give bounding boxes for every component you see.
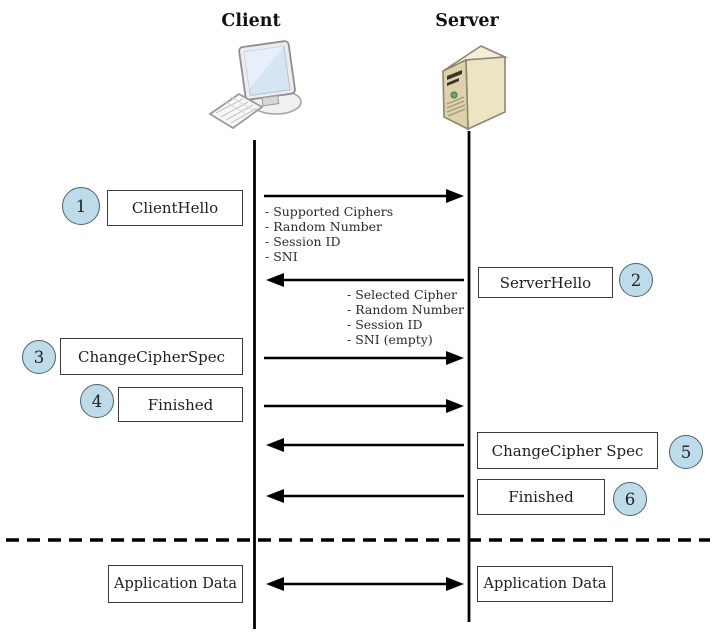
server-drive-slot <box>447 70 462 80</box>
step-circle-2: 2 <box>619 263 653 297</box>
server-vent <box>446 100 465 109</box>
application-data-box-server: Application Data <box>477 566 613 602</box>
arrowhead-left <box>266 489 284 503</box>
arrowhead-right <box>446 399 464 413</box>
computer-keyboard <box>208 92 264 130</box>
step-circle-1: 1 <box>62 187 100 225</box>
keyboard-column <box>230 96 254 111</box>
arrow-clienthello <box>264 189 464 203</box>
arrow-finished-server <box>266 489 464 503</box>
detail-line: - Selected Cipher <box>347 287 457 302</box>
screen-glare <box>244 46 284 89</box>
message-box-changecipherspec-server: ChangeCipher Spec <box>477 432 658 469</box>
detail-line: - Session ID <box>265 234 341 249</box>
arrow-changecipherspec-server <box>266 438 464 452</box>
message-box-finished-server: Finished <box>477 479 605 515</box>
arrowhead-left <box>266 438 284 452</box>
client-actor-label: Client <box>221 11 281 31</box>
application-data-box-client: Application Data <box>108 565 243 603</box>
server-actor-label: Server <box>435 11 499 31</box>
detail-line: - Supported Ciphers <box>265 204 394 219</box>
computer-monitor <box>238 40 296 107</box>
server-led <box>450 91 458 99</box>
server-vent <box>446 96 465 105</box>
application-data-arrow <box>266 577 464 591</box>
detail-line: - Random Number <box>265 219 382 234</box>
arrowhead-right <box>446 577 464 591</box>
detail-line: - Random Number <box>347 302 464 317</box>
arrowhead-left <box>266 577 284 591</box>
arrow-changecipherspec-client <box>264 351 464 365</box>
arrowhead-right <box>446 189 464 203</box>
arrow-serverhello <box>266 273 464 287</box>
server-vent <box>447 108 466 117</box>
desktop-computer-icon <box>208 40 302 130</box>
step-circle-4: 4 <box>80 384 114 418</box>
server-vent <box>446 104 466 113</box>
keyboard-body <box>208 92 264 130</box>
message-box-changecipherspec-client: ChangeCipherSpec <box>60 338 243 375</box>
serverhello-details: - Selected Cipher - Random Number - Sess… <box>347 287 464 347</box>
clienthello-details: - Supported Ciphers - Random Number - Se… <box>265 204 393 264</box>
monitor-stand <box>261 95 280 107</box>
message-box-clienthello: ClientHello <box>107 190 243 226</box>
detail-line: - Session ID <box>347 317 423 332</box>
step-circle-3: 3 <box>22 340 56 374</box>
server-side-face <box>465 56 506 131</box>
server-drive-slot <box>447 78 459 86</box>
message-box-finished-client: Finished <box>118 387 243 422</box>
arrowhead-left <box>266 273 284 287</box>
detail-line: - SNI <box>265 249 298 264</box>
server-tower-icon <box>442 45 509 131</box>
arrowhead-right <box>446 351 464 365</box>
keyboard-column <box>223 100 247 115</box>
step-circle-5: 5 <box>669 435 703 469</box>
detail-line: - SNI (empty) <box>347 332 433 347</box>
step-circle-6: 6 <box>613 482 647 516</box>
message-box-serverhello: ServerHello <box>478 267 613 298</box>
keyboard-row <box>230 107 258 124</box>
arrow-finished-client <box>264 399 464 413</box>
